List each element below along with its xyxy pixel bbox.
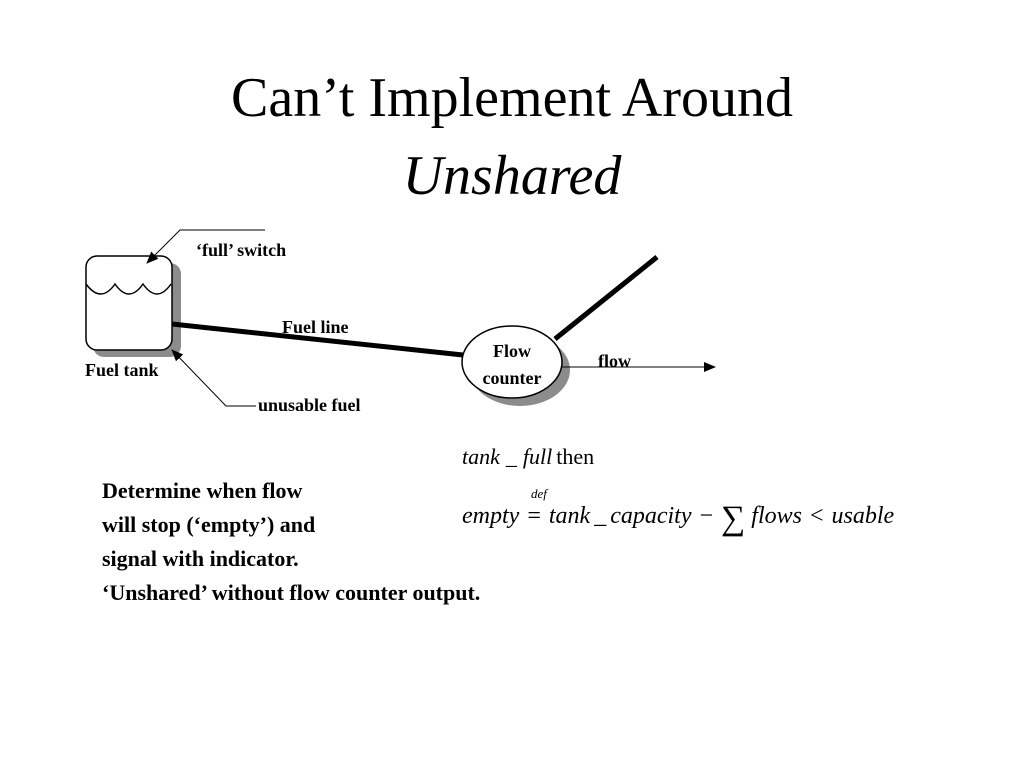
slide-title-italic: Unshared: [402, 145, 622, 207]
formula-term-tank: tank: [548, 503, 591, 529]
description-line: will stop (‘empty’) and: [102, 512, 316, 537]
def-label: def: [531, 486, 547, 501]
formula-lhs: empty: [462, 503, 520, 529]
condition-underscore: _: [505, 444, 517, 469]
fuel-line: [171, 321, 464, 358]
formula-less-than: <: [809, 503, 824, 529]
formula-equals: =: [527, 503, 541, 529]
full-switch-arrow: [146, 229, 265, 264]
fuel-surface-wave: [85, 282, 172, 295]
formula-term-capacity: capacity: [610, 503, 692, 529]
condition-term-tank: tank: [462, 444, 500, 469]
empty-definition-formula: empty = tank_capacity−∑flows < usable: [462, 500, 894, 538]
flow-counter-label-line1: Flow: [493, 341, 531, 361]
fuel-tank: [85, 255, 181, 357]
condition-then: then: [556, 444, 595, 469]
slide-title: Can’t Implement Around: [231, 67, 793, 129]
condition-term-full: full: [522, 444, 553, 469]
formula-underscore: _: [594, 503, 607, 529]
formula-minus: −: [699, 503, 714, 529]
flow-label: flow: [598, 351, 631, 371]
flow-counter: Flow counter: [461, 325, 570, 406]
counter-output-line: [553, 255, 659, 341]
unusable-fuel-label: unusable fuel: [258, 395, 361, 415]
flow-counter-label-line2: counter: [483, 368, 542, 388]
description-line: Determine when flow: [102, 478, 303, 503]
unusable-fuel-arrow: [171, 349, 256, 407]
full-switch-label: ‘full’ switch: [196, 240, 286, 260]
summation-icon: ∑: [721, 500, 746, 537]
description-line: ‘Unshared’ without flow counter output.: [102, 580, 481, 605]
description-text: Determine when flow will stop (‘empty’) …: [102, 474, 480, 610]
formula-rhs: usable: [831, 503, 895, 529]
fuel-tank-label: Fuel tank: [85, 360, 159, 380]
description-line: signal with indicator.: [102, 546, 299, 571]
formula-flows: flows: [751, 503, 802, 529]
fuel-line-label: Fuel line: [282, 317, 349, 337]
